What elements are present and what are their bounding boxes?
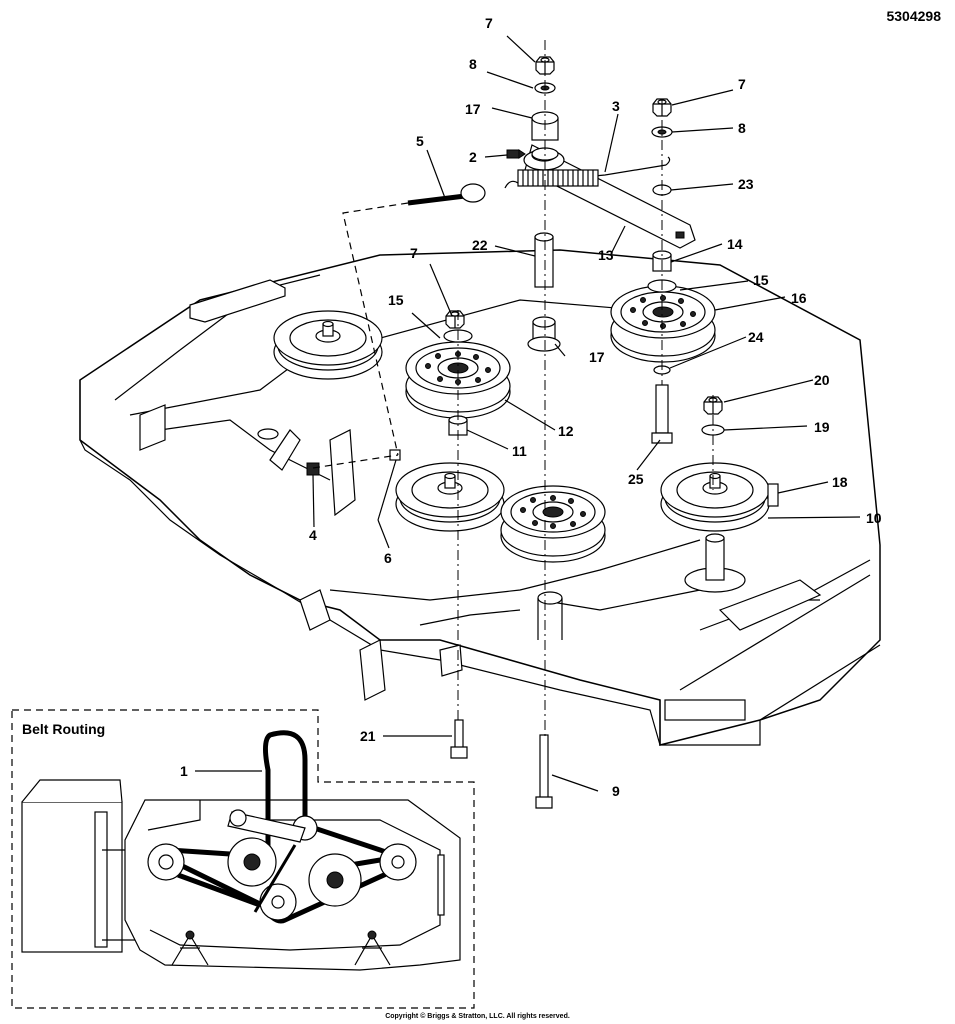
callout-23: 23 <box>738 176 754 192</box>
left-spindle-pulley <box>273 310 383 380</box>
eyebolt-5 <box>407 183 486 206</box>
right-spindle-pulley-10 <box>660 462 770 532</box>
callout-17a: 17 <box>465 101 481 117</box>
callout-24: 24 <box>748 329 764 345</box>
callout-leaders <box>312 35 861 792</box>
callout-4: 4 <box>309 527 317 543</box>
callout-13: 13 <box>598 247 614 263</box>
callout-1: 1 <box>180 763 188 779</box>
bolt-6 <box>377 449 401 521</box>
idler-pulley-16 <box>610 285 716 363</box>
callout-15a: 15 <box>388 292 404 308</box>
callout-16: 16 <box>791 290 807 306</box>
center-idler-pulley <box>500 485 606 563</box>
callout-19: 19 <box>814 419 830 435</box>
callout-18: 18 <box>832 474 848 490</box>
callout-8b: 8 <box>738 120 746 136</box>
center-spindle-pulley <box>395 462 505 532</box>
bolt-21 <box>450 719 468 759</box>
callout-17b: 17 <box>589 349 605 365</box>
callout-25: 25 <box>628 471 644 487</box>
grease-fitting-2 <box>506 149 526 159</box>
callout-15b: 15 <box>753 272 769 288</box>
callout-2: 2 <box>469 149 477 165</box>
extension-spring-3 <box>504 156 671 189</box>
callout-11: 11 <box>512 443 527 459</box>
callout-21: 21 <box>360 728 376 744</box>
callout-20: 20 <box>814 372 830 388</box>
assembly-center-lines <box>312 40 714 740</box>
callout-7c: 7 <box>410 245 418 261</box>
callout-7a: 7 <box>485 15 493 31</box>
belt-routing-title: Belt Routing <box>22 721 106 737</box>
callout-14: 14 <box>727 236 743 252</box>
nut-4 <box>306 462 320 476</box>
document-id: 5304298 <box>886 8 941 24</box>
callout-8a: 8 <box>469 56 477 72</box>
callout-12: 12 <box>558 423 574 439</box>
key-18 <box>767 483 779 507</box>
callout-22: 22 <box>472 237 488 253</box>
callout-3: 3 <box>612 98 620 114</box>
belt-routing-inset <box>11 709 475 1009</box>
callout-6: 6 <box>384 550 392 566</box>
bolt-9 <box>535 734 553 809</box>
callout-7b: 7 <box>738 76 746 92</box>
callout-5: 5 <box>416 133 424 149</box>
copyright-notice: Copyright © Briggs & Stratton, LLC. All … <box>385 1013 570 1020</box>
callout-10: 10 <box>866 510 882 526</box>
callout-9: 9 <box>612 783 620 799</box>
